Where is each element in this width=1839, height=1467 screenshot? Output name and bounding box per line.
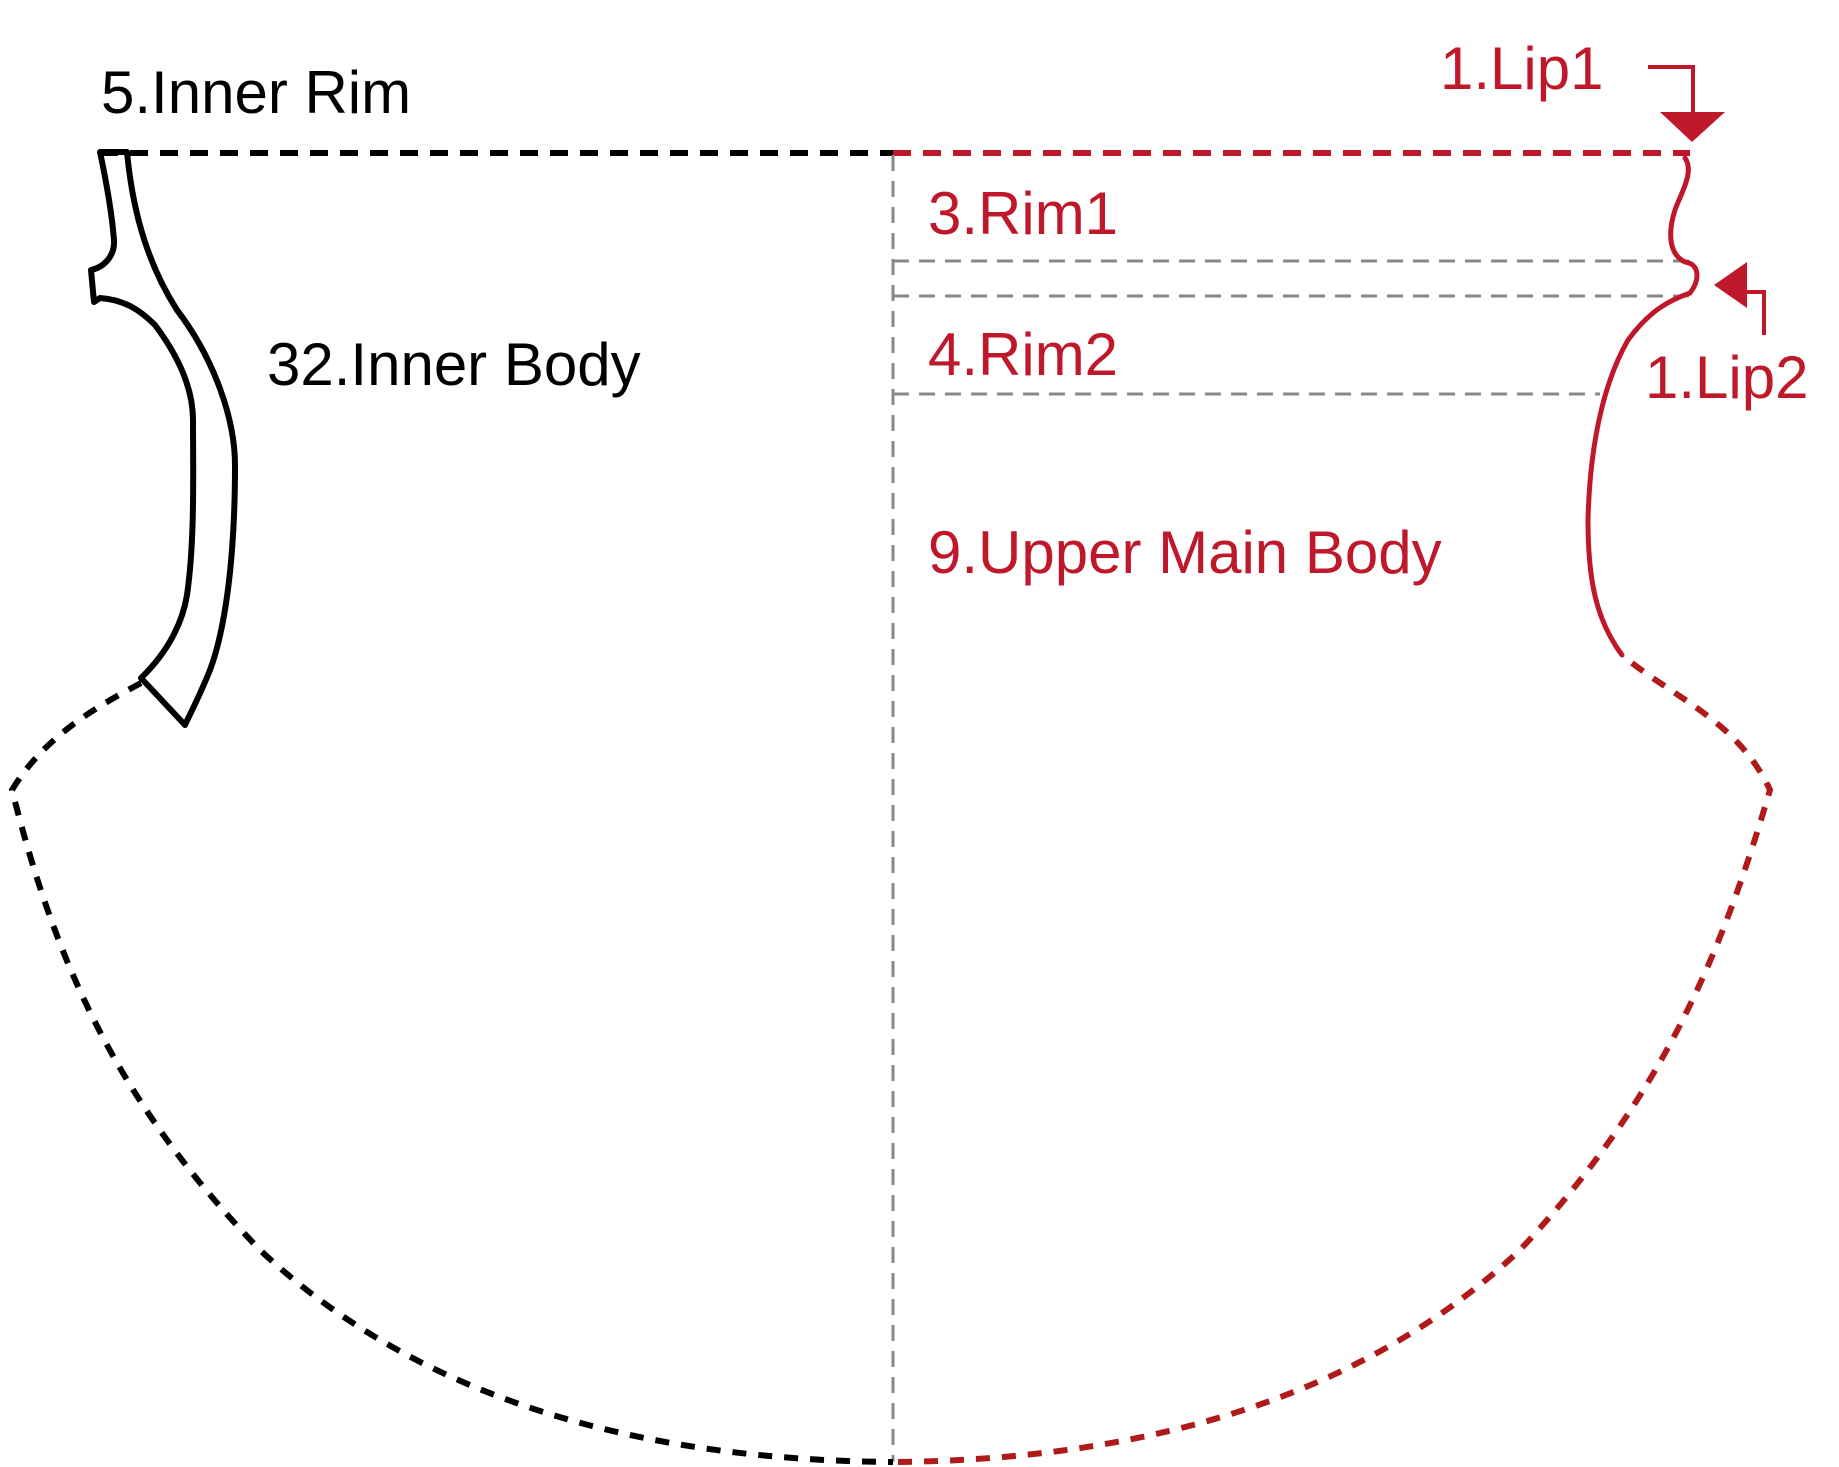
lip2-label: 1.Lip2 xyxy=(1645,344,1808,411)
rim1-label: 3.Rim1 xyxy=(928,180,1118,247)
lip1-arrow-icon xyxy=(1660,112,1725,142)
rim2-label: 4.Rim2 xyxy=(928,321,1118,388)
upper-main-body-label: 9.Upper Main Body xyxy=(928,519,1442,586)
lip2-pointer-line xyxy=(1743,270,1766,335)
right-wall-profile xyxy=(1585,155,1700,658)
inner-body-label: 32.Inner Body xyxy=(267,331,641,398)
left-lower-body-dashed xyxy=(8,680,894,1465)
left-wall-profile xyxy=(88,149,238,728)
lip1-label: 1.Lip1 xyxy=(1440,35,1603,102)
lip1-pointer-line xyxy=(1648,65,1695,112)
inner-rim-label: 5.Inner Rim xyxy=(101,59,411,126)
lip2-arrow-icon xyxy=(1714,262,1747,308)
right-lower-body-dashed xyxy=(892,660,1774,1465)
